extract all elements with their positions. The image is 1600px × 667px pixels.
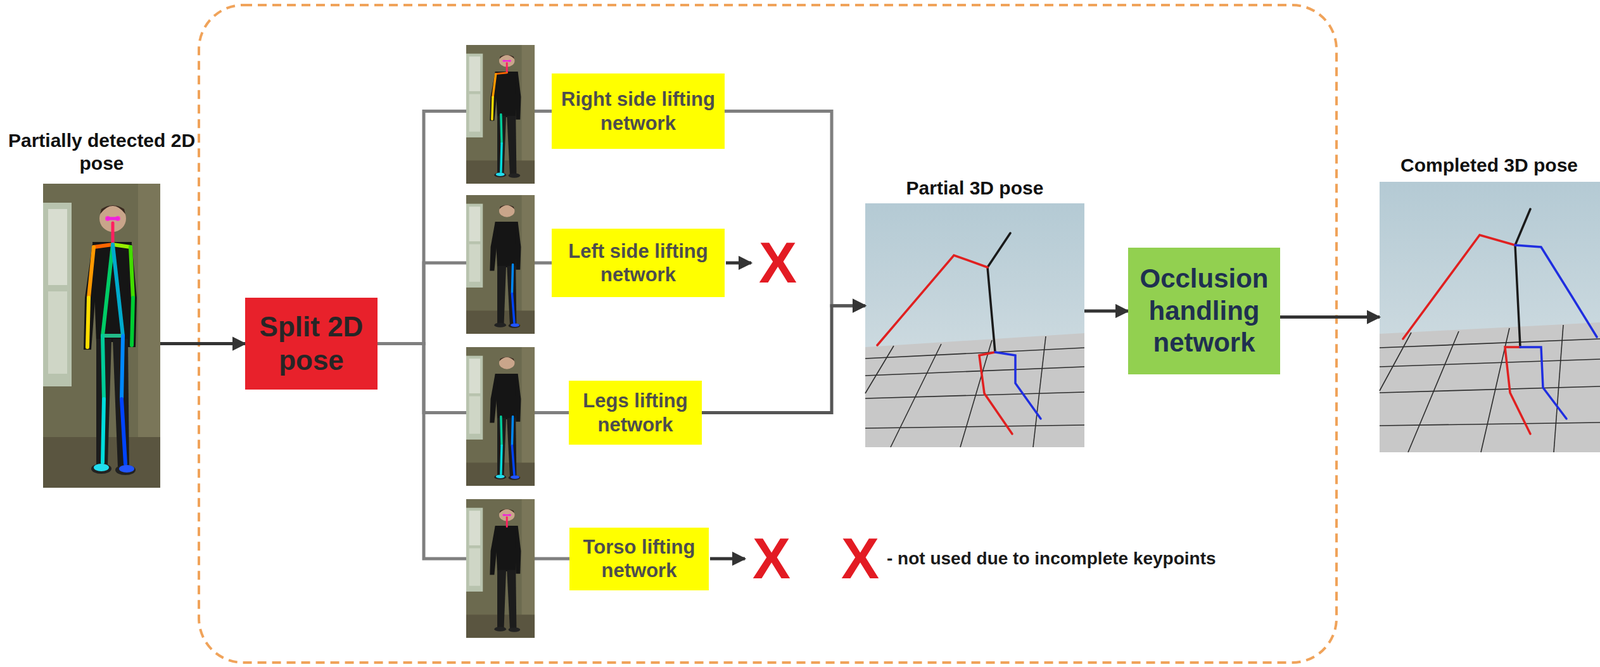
box-label: Right side lifting network [559,87,718,135]
network-box: Left side lifting network [551,228,725,298]
discard-mark: X [752,528,791,590]
split-thumbnail [466,499,535,638]
box-label: Legs lifting network [576,388,695,436]
pose-render: Partial 3D pose [865,203,1085,448]
connector [1280,315,1380,319]
connector [1084,309,1129,313]
split-thumbnail [466,347,535,486]
process-box: Split 2D pose [245,297,378,390]
network-box: Occlusion handling network [1128,247,1281,375]
network-box: Torso lifting network [569,527,709,591]
pose-render: Completed 3D pose [1379,181,1599,453]
partial-3d-pose-render [865,203,1085,448]
discard-arrow [725,261,752,265]
connector [701,305,866,413]
completed-3d-pose-render [1379,181,1600,453]
legend-note: - not used due to incomplete keypoints [886,549,1217,568]
box-label: Occlusion handling network [1135,262,1273,359]
image-heading: Completed 3D pose [1379,153,1599,177]
image-heading: Partially detected 2D pose [3,129,201,175]
box-label: Left side lifting network [559,239,718,287]
image-heading: Partial 3D pose [860,176,1089,200]
discard-arrow [710,557,745,561]
connector [724,111,866,306]
input-image: Partially detected 2D pose [43,183,161,488]
network-box: Right side lifting network [551,73,725,149]
split-thumbnail [466,44,535,184]
connector [160,342,246,346]
box-label: Split 2D pose [252,310,370,378]
dashed-region [198,5,1337,663]
box-label: Torso lifting network [577,535,702,583]
input-photo [43,183,161,488]
legend-mark: X [841,528,880,590]
network-box: Legs lifting network [568,380,702,445]
discard-mark: X [758,233,797,294]
split-thumbnail [466,195,535,334]
